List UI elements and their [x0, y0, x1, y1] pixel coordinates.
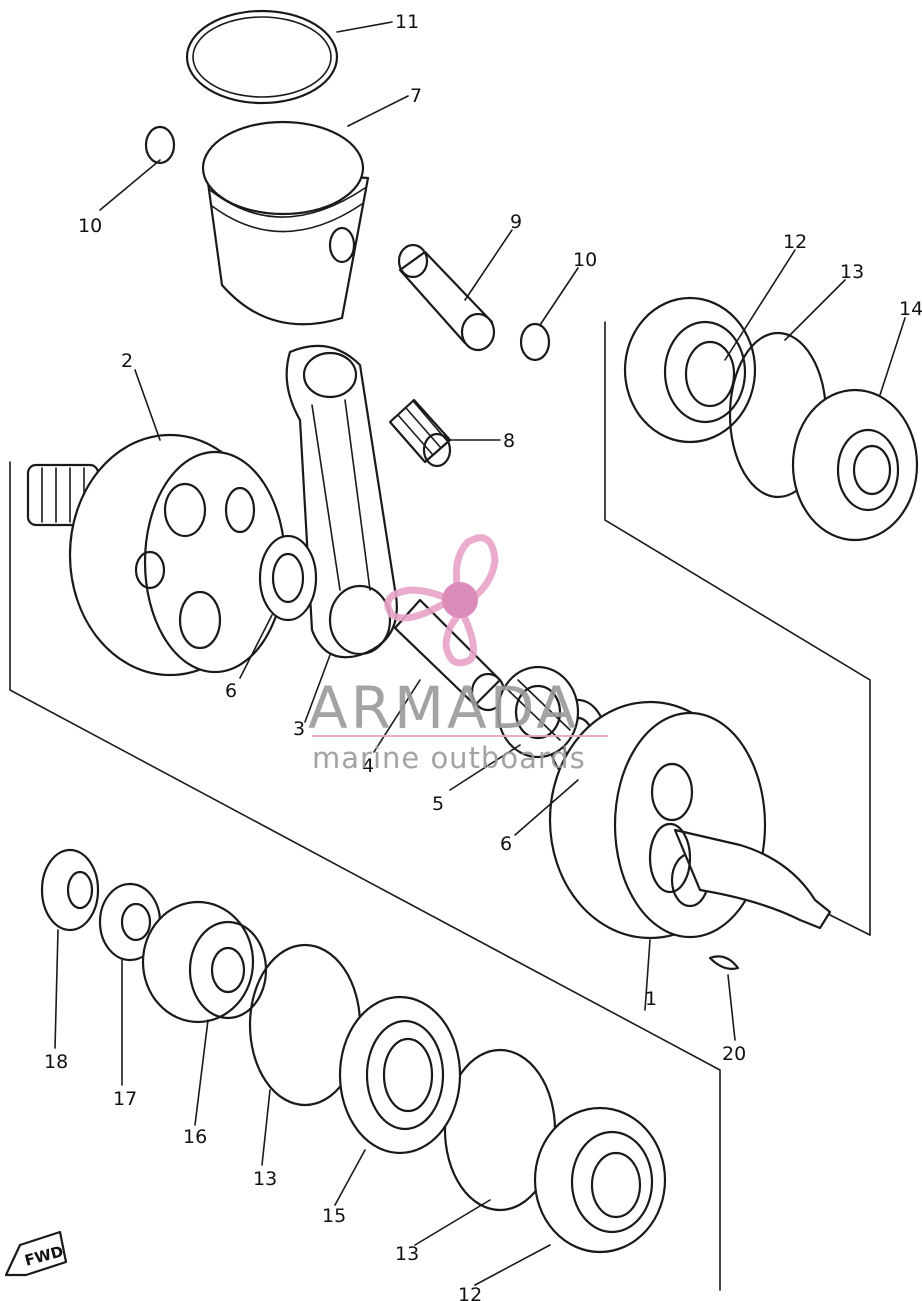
leader-lines — [54, 21, 906, 1286]
callout-8: 8 — [503, 430, 515, 452]
piston-pin-clip-left — [144, 125, 176, 165]
callout-10-left: 10 — [78, 215, 102, 237]
callout-15: 15 — [322, 1205, 346, 1227]
callout-10-right: 10 — [573, 249, 597, 271]
callout-numbers: 1 2 3 4 5 6 6 7 8 9 10 10 11 12 12 13 13… — [44, 11, 922, 1301]
callout-14: 14 — [899, 298, 922, 320]
callout-13-upper: 13 — [840, 261, 864, 283]
callout-13-lower-left: 13 — [253, 1168, 277, 1190]
callout-1: 1 — [645, 988, 657, 1010]
armada-watermark: ARMADA marine outboards — [308, 534, 608, 775]
callout-12-lower: 12 — [458, 1284, 482, 1301]
piston-pin-clip-right — [519, 322, 551, 362]
forward-arrow-icon: FWD — [4, 1230, 68, 1277]
callout-16: 16 — [183, 1126, 207, 1148]
oil-seal — [791, 388, 919, 542]
piston-pin — [397, 243, 496, 352]
callout-18: 18 — [44, 1051, 68, 1073]
primary-drive-gear — [141, 900, 268, 1024]
callout-20: 20 — [722, 1043, 746, 1065]
callout-9: 9 — [510, 211, 522, 233]
callout-17: 17 — [113, 1088, 137, 1110]
callout-12-upper: 12 — [783, 231, 807, 253]
thrust-washer-left — [258, 534, 318, 622]
callout-6-left: 6 — [225, 680, 237, 702]
oil-seal-lower — [338, 995, 462, 1155]
callout-2: 2 — [121, 350, 133, 372]
callout-6-right: 6 — [500, 833, 512, 855]
crank-bearing-lower — [533, 1106, 667, 1254]
callout-5: 5 — [432, 793, 444, 815]
piston-ring — [185, 9, 339, 105]
propeller-logo-icon — [384, 534, 499, 667]
watermark-brand: ARMADA — [308, 674, 579, 742]
crank-wheel-right — [548, 700, 832, 1011]
crank-wheel-left — [26, 433, 287, 677]
woodruff-key — [708, 955, 740, 970]
callout-11: 11 — [395, 11, 419, 33]
callout-7: 7 — [410, 85, 422, 107]
big-end-bearing — [496, 665, 580, 759]
crank-bearing-upper — [623, 296, 757, 444]
assembly-guide-lines — [9, 321, 871, 1291]
piston — [201, 120, 370, 326]
callout-3: 3 — [293, 718, 305, 740]
callout-4: 4 — [362, 755, 374, 777]
callout-13-lower-right: 13 — [395, 1243, 419, 1265]
small-end-bearing — [388, 398, 452, 468]
lock-nut — [40, 848, 100, 932]
watermark-tagline: marine outboards — [312, 741, 586, 775]
